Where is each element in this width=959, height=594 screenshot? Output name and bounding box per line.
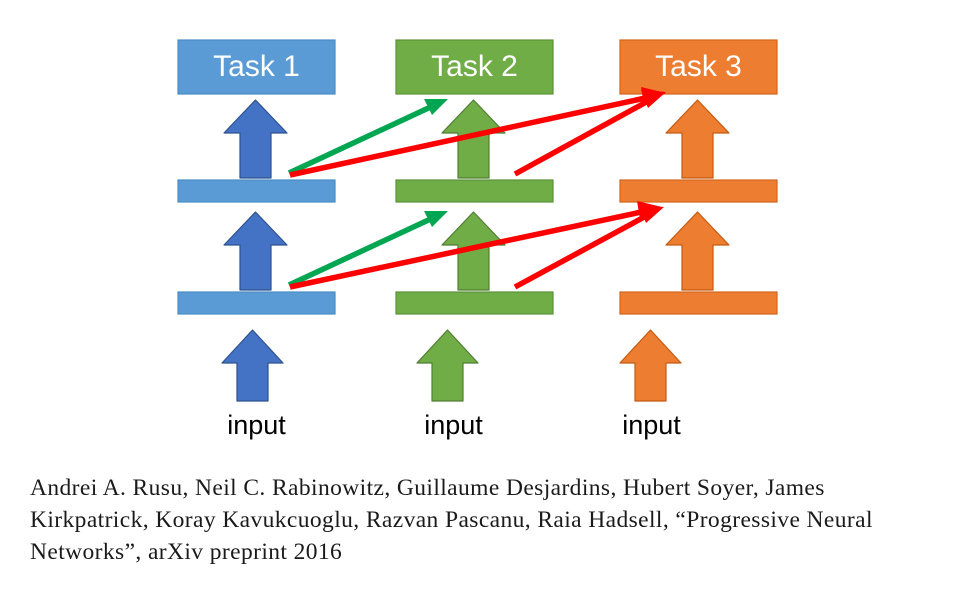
citation-text: Andrei A. Rusu, Neil C. Rabinowitz, Guil… [30, 475, 880, 565]
lateral-connection-green-upper [287, 99, 448, 176]
vertical-arrow-column-2-top [441, 99, 506, 179]
vertical-arrow-column-3-middle [665, 211, 730, 291]
vertical-arrow-column-3-bottom [619, 329, 682, 402]
vertical-arrow-column-2-middle [441, 211, 506, 291]
lateral-connection-red-upper-col2-to-col3 [513, 90, 666, 177]
task-box-3[interactable] [619, 39, 778, 95]
layer-bar-column-1-lower[interactable] [177, 291, 336, 315]
task-box-2[interactable] [395, 39, 554, 95]
layer-bar-column-1-upper[interactable] [177, 179, 336, 203]
task-box-1[interactable] [177, 39, 336, 95]
layer-bar-column-3-upper[interactable] [619, 179, 778, 203]
vertical-arrow-column-1-top [223, 99, 288, 179]
lateral-connection-red-lower-col2-to-col3 [513, 205, 664, 290]
vertical-arrow-column-1-middle [223, 211, 288, 291]
vertical-arrow-column-1-bottom [221, 329, 284, 402]
layer-bar-column-2-lower[interactable] [395, 291, 554, 315]
diagram-graphics [177, 39, 778, 402]
vertical-arrow-column-3-top [665, 99, 730, 179]
layer-bar-column-3-lower[interactable] [619, 291, 778, 315]
lateral-connection-green-lower [287, 211, 448, 288]
vertical-arrow-column-2-bottom [416, 329, 479, 402]
progressive-neural-networks-diagram: Task 1 Task 2 Task 3 input input input [177, 39, 778, 440]
layer-bar-column-2-upper[interactable] [395, 179, 554, 203]
